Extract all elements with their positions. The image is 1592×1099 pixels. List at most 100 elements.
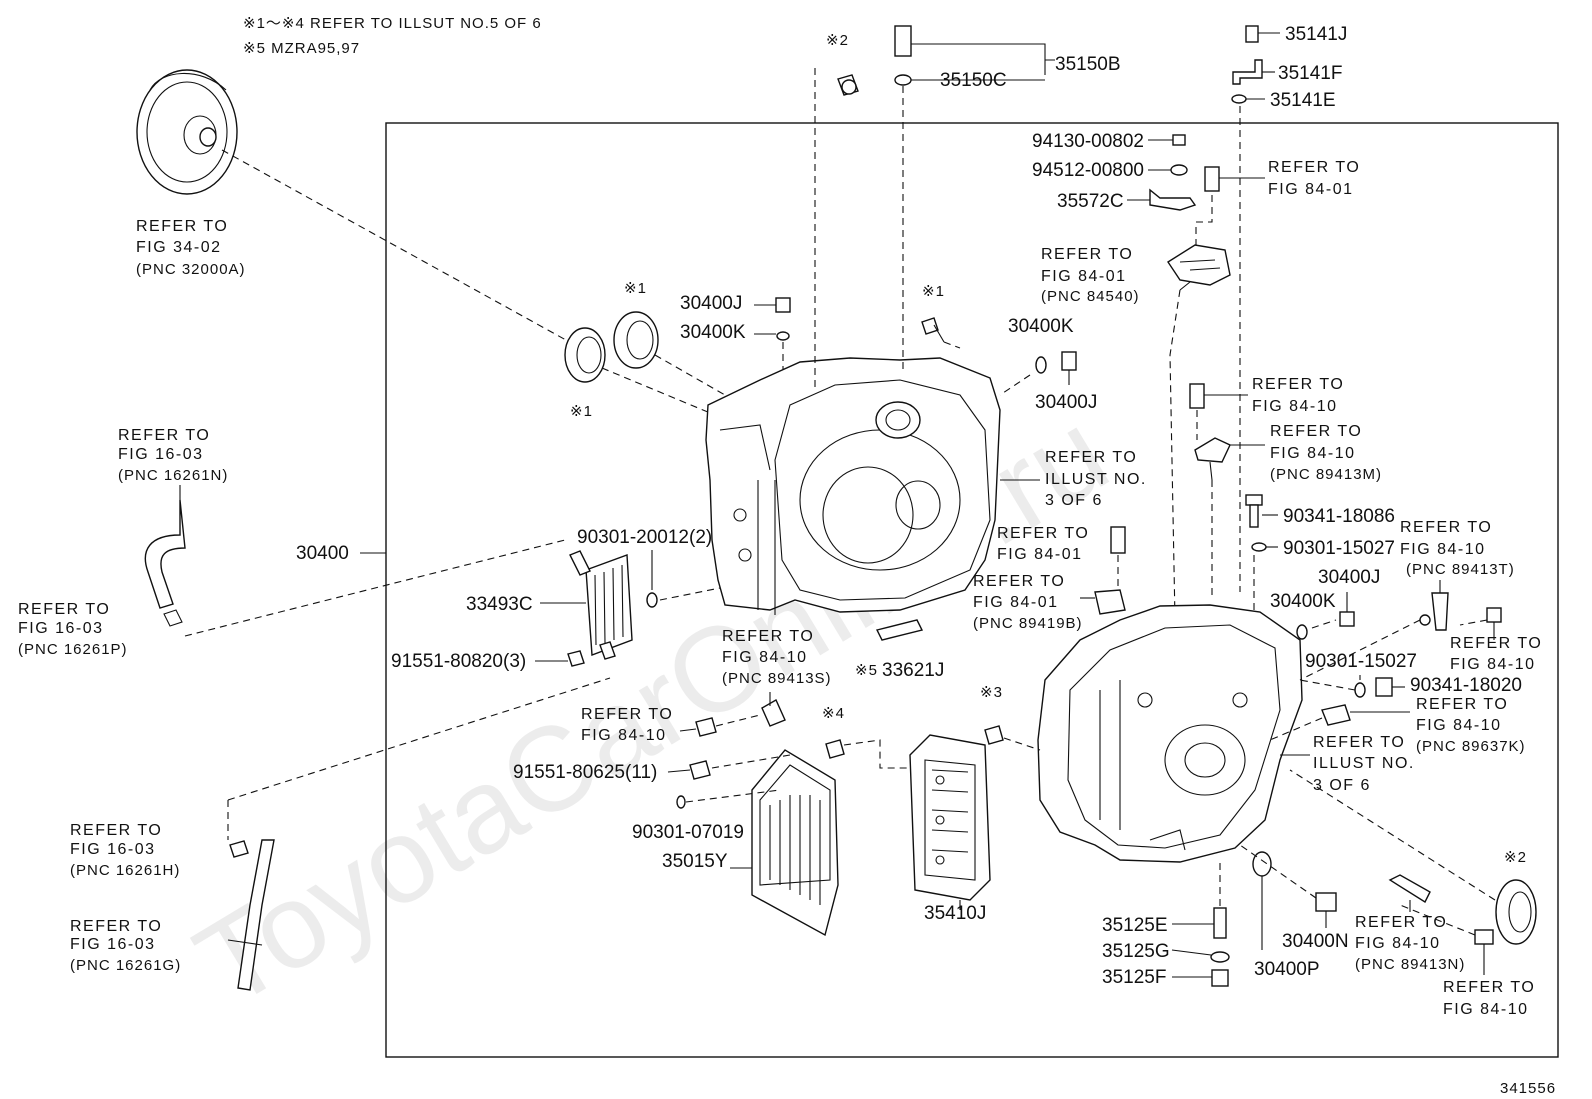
- transaxle-housing: [705, 357, 1001, 615]
- bracket-35572c: [1149, 188, 1197, 211]
- valve-body-35410j: [909, 734, 991, 901]
- part-label: ILLUST NO.: [1313, 755, 1415, 772]
- plug-30400n: [1315, 892, 1337, 912]
- part-label: FIG 84-10: [1443, 1001, 1529, 1018]
- transaxle-case: [1037, 604, 1303, 863]
- bolt-center-1: [921, 317, 945, 343]
- part-label: REFER TO: [1355, 914, 1447, 931]
- part-label: 30400J: [1035, 392, 1097, 413]
- part-label: 91551-80820(3): [391, 651, 526, 672]
- part-label: 35410J: [924, 903, 986, 924]
- part-label: ※1: [570, 403, 593, 420]
- part-label: 30400J: [680, 293, 742, 314]
- part-label: 30400: [296, 543, 349, 564]
- part-label: (PNC 89413T): [1406, 561, 1515, 578]
- part-label: REFER TO: [1416, 696, 1508, 713]
- plug-90341-18020: [1375, 677, 1393, 697]
- part-label: 90341-18020: [1410, 675, 1522, 696]
- part-label: FIG 84-01: [1268, 181, 1354, 198]
- illustration-number: 341556: [1500, 1080, 1556, 1097]
- part-label: (PNC 89413N): [1355, 956, 1465, 973]
- part-label: REFER TO: [1045, 449, 1137, 466]
- bolt-4: [825, 739, 845, 759]
- part-35141j: [1245, 25, 1259, 43]
- part-label: 3 OF 6: [1045, 492, 1103, 509]
- oil-seal-bottom-right: [1495, 879, 1537, 945]
- part-label: REFER TO: [997, 525, 1089, 542]
- oil-cooler: [569, 550, 633, 660]
- hose-lower: [229, 839, 275, 991]
- part-label: REFER TO: [118, 427, 210, 444]
- bolt-2-top: [837, 74, 859, 96]
- part-label: ※4: [822, 705, 845, 722]
- part-label: FIG 84-10: [1400, 541, 1486, 558]
- hose-upper: [144, 499, 186, 627]
- part-label: 35141E: [1270, 90, 1336, 111]
- part-label: 35141F: [1278, 63, 1342, 84]
- part-label: FIG 84-10: [1270, 445, 1356, 462]
- bolt-refer-84-01-b: [1110, 526, 1126, 554]
- part-label: ※3: [980, 684, 1003, 701]
- oil-seal-left: [564, 327, 606, 383]
- part-label: ILLUST NO.: [1045, 471, 1147, 488]
- control-module-35015y: [751, 749, 839, 937]
- gasket-90301-15027-b: [1354, 682, 1366, 698]
- part-label: REFER TO: [1268, 159, 1360, 176]
- oring-35141e: [1231, 94, 1247, 104]
- drain-plug-stack: [1210, 907, 1230, 987]
- note-1: ※1～※4 REFER TO ILLSUT NO.5 OF 6: [243, 15, 542, 32]
- part-label: ※2: [826, 32, 849, 49]
- part-label: REFER TO: [1252, 376, 1344, 393]
- part-label: REFER TO: [1400, 519, 1492, 536]
- bolt-refer-84-10-b: [1486, 607, 1502, 623]
- part-label: ※2: [1504, 849, 1527, 866]
- sensor-89413s: [761, 699, 786, 727]
- oring-90301-07019: [676, 795, 686, 809]
- part-label: 3 OF 6: [1313, 777, 1371, 794]
- part-label: (PNC 16261P): [18, 641, 128, 658]
- part-label: (PNC 32000A): [136, 261, 246, 278]
- part-label: ※5: [855, 662, 878, 679]
- part-label: 35125E: [1102, 915, 1168, 936]
- sensor-89413m: [1194, 437, 1231, 481]
- part-label: 35125G: [1102, 941, 1170, 962]
- sensor-89413n: [1388, 874, 1431, 904]
- part-label: 35015Y: [662, 851, 728, 872]
- part-label: REFER TO: [1450, 635, 1542, 652]
- part-label: 30400K: [1008, 316, 1074, 337]
- part-label: FIG 16-03: [70, 841, 156, 858]
- washer-94512: [1170, 164, 1188, 176]
- part-label: (PNC 16261H): [70, 862, 180, 879]
- note-2: ※5 MZRA95,97: [243, 40, 360, 57]
- part-label: ※1: [922, 283, 945, 300]
- part-label: FIG 84-01: [1041, 268, 1127, 285]
- part-label: FIG 84-10: [581, 727, 667, 744]
- part-label: 35572C: [1057, 191, 1124, 212]
- part-label: 35150B: [1055, 54, 1121, 75]
- plug-30400j-case: [1296, 611, 1355, 640]
- part-label: 30400N: [1282, 931, 1349, 952]
- gasket-33621j: [875, 619, 924, 641]
- oring-90301-20012: [646, 592, 658, 608]
- part-label: FIG 16-03: [70, 936, 156, 953]
- part-label: (PNC 89413M): [1270, 466, 1382, 483]
- bolt-refer-84-10-c: [1474, 929, 1494, 945]
- part-label: FIG 84-10: [722, 649, 808, 666]
- part-label: (PNC 89413S): [722, 670, 832, 687]
- part-label: 90301-20012(2): [577, 527, 712, 548]
- part-label: REFER TO: [722, 628, 814, 645]
- part-label: REFER TO: [136, 218, 228, 235]
- part-label: 90301-15027: [1305, 651, 1417, 672]
- part-label: (PNC 84540): [1041, 288, 1140, 305]
- bolt-91551-80820: [567, 650, 585, 667]
- part-label: REFER TO: [973, 573, 1065, 590]
- part-label: FIG 84-10: [1450, 656, 1536, 673]
- part-label: 94512-00800: [1032, 160, 1144, 181]
- part-label: 35150C: [940, 70, 1007, 91]
- sensor-35150b: [894, 25, 912, 86]
- part-label: 90301-15027: [1283, 538, 1395, 559]
- part-label: 30400P: [1254, 959, 1320, 980]
- part-label: (PNC 89637K): [1416, 738, 1526, 755]
- part-label: (PNC 16261G): [70, 957, 181, 974]
